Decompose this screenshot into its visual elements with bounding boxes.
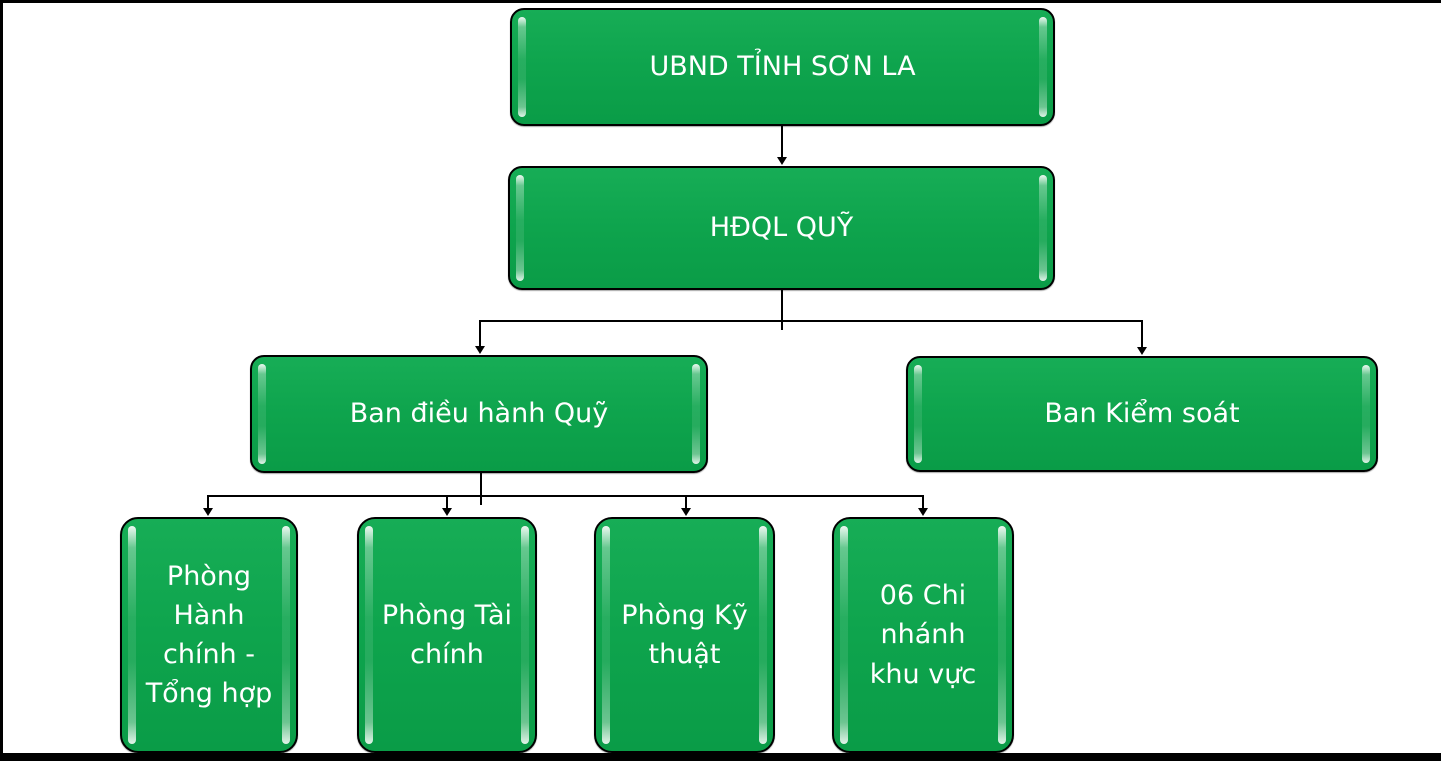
node-ban-kiem-soat: Ban Kiểm soát bbox=[906, 356, 1378, 472]
node-label: 06 Chi nhánh khu vực bbox=[869, 580, 977, 690]
node-label: Ban Kiểm soát bbox=[1044, 398, 1240, 430]
arrowhead-down-icon bbox=[681, 508, 691, 516]
node-label: Phòng Tài chính bbox=[381, 599, 513, 670]
frame-bottom-edge bbox=[0, 753, 1441, 761]
arrowhead-down-icon bbox=[203, 508, 213, 516]
connector-hdql-stem-line bbox=[781, 290, 783, 330]
node-label: Phòng Kỹ thuật bbox=[621, 599, 748, 670]
arrowhead-down-icon bbox=[475, 346, 485, 354]
node-ban-dieu-hanh-quy: Ban điều hành Quỹ bbox=[250, 355, 708, 473]
connector-root-hdql-line bbox=[781, 125, 783, 158]
node-hdql-quy: HĐQL QUỸ bbox=[508, 166, 1055, 290]
connector-hdql-branch-line bbox=[479, 320, 1143, 322]
connector-drop-ban-kiem-soat bbox=[1141, 320, 1143, 348]
connector-drop-chi-nhanh bbox=[922, 495, 924, 509]
node-06-chi-nhanh-khu-vuc: 06 Chi nhánh khu vực bbox=[832, 517, 1014, 753]
arrowhead-down-icon bbox=[442, 508, 452, 516]
arrowhead-down-icon bbox=[777, 157, 787, 165]
node-phong-hanh-chinh-tong-hop: Phòng Hành chính - Tổng hợp bbox=[120, 517, 298, 753]
arrowhead-down-icon bbox=[918, 508, 928, 516]
frame-top-edge bbox=[0, 0, 1441, 3]
node-phong-tai-chinh: Phòng Tài chính bbox=[357, 517, 537, 753]
node-label: HĐQL QUỸ bbox=[709, 212, 854, 244]
connector-drop-phong-hanh-chinh bbox=[207, 495, 209, 509]
node-label: Ban điều hành Quỹ bbox=[349, 398, 609, 430]
node-label: UBND TỈNH SƠN LA bbox=[649, 51, 916, 83]
node-label: Phòng Hành chính - Tổng hợp bbox=[145, 560, 273, 710]
connector-drop-ban-dieu-hanh bbox=[479, 320, 481, 347]
connector-drop-phong-tai-chinh bbox=[446, 495, 448, 509]
connector-drop-phong-ky-thuat bbox=[685, 495, 687, 509]
node-ubnd-tinh-son-la: UBND TỈNH SƠN LA bbox=[510, 8, 1055, 126]
arrowhead-down-icon bbox=[1137, 347, 1147, 355]
node-phong-ky-thuat: Phòng Kỹ thuật bbox=[594, 517, 775, 753]
connector-bdh-branch-line bbox=[207, 495, 924, 497]
connector-bdh-stem-line bbox=[480, 472, 482, 505]
frame-left-edge bbox=[0, 0, 3, 753]
